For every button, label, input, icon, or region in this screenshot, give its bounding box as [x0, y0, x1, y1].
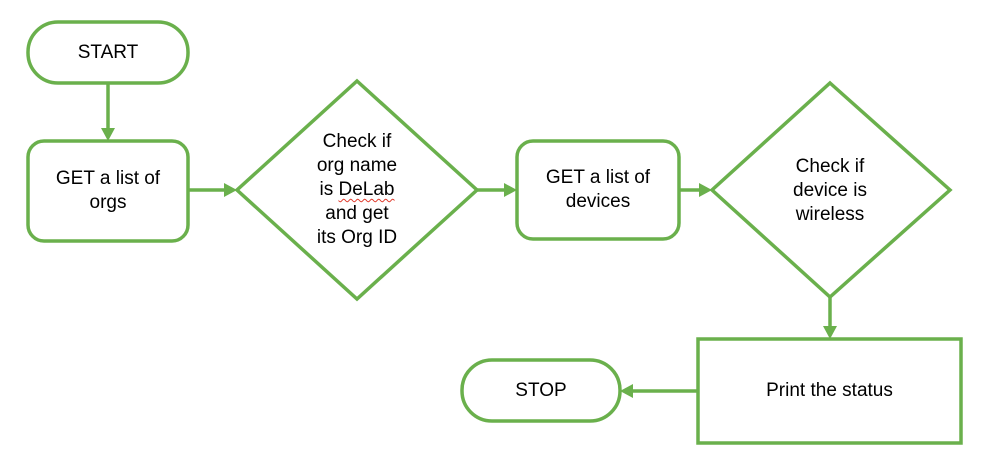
check-org-decision-diamond — [234, 78, 480, 302]
print-status-process-box — [696, 337, 963, 445]
connector-check-device-to-print-status — [823, 297, 837, 339]
get-orgs-label: GET a list of orgs — [55, 168, 161, 213]
check-device-label: Check if device is wireless — [793, 156, 867, 225]
connector-print-status-to-stop — [620, 384, 698, 398]
get-devices-label: GET a list of devices — [545, 167, 651, 212]
check-org-label: Check if org name is DeLab and get its O… — [316, 131, 398, 248]
spellcheck-flagged-word: DeLab — [338, 179, 395, 200]
print-status-label: Print the status — [766, 380, 893, 401]
connector-get-orgs-to-check-org — [188, 183, 237, 197]
connector-check-org-to-get-devices — [477, 183, 517, 197]
connector-get-devices-to-check-device — [679, 183, 712, 197]
start-label: START — [77, 41, 139, 63]
stop-terminator — [460, 358, 622, 423]
stop-label: STOP — [515, 379, 567, 401]
connector-start-to-get-orgs — [101, 83, 115, 141]
